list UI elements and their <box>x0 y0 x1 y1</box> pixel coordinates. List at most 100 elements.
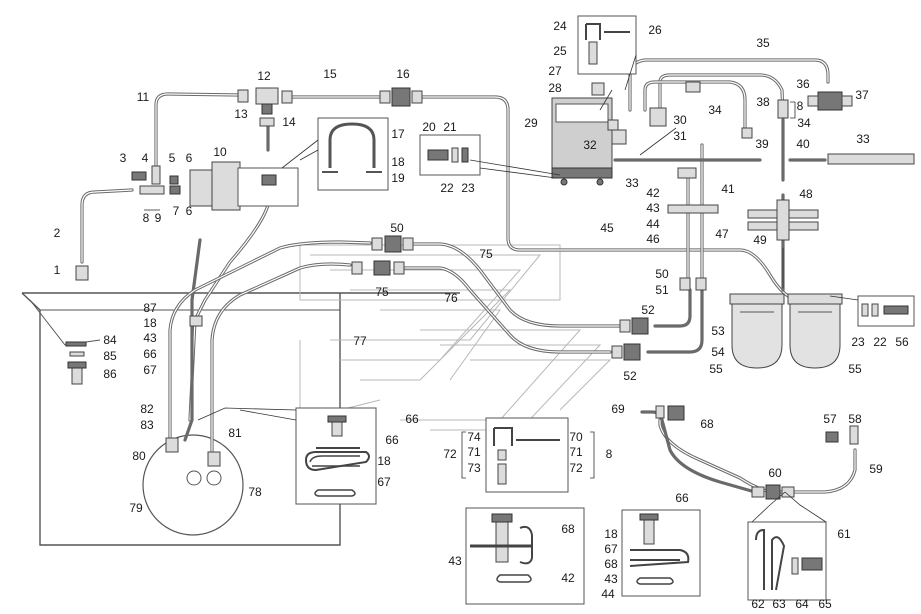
detail-inset-66b <box>621 509 701 597</box>
callout-label: 6 <box>186 204 193 218</box>
callout-label: 42 <box>561 571 575 585</box>
fine-filters-55 <box>729 293 843 369</box>
callout-label: 43 <box>143 331 157 345</box>
callout-label: 66 <box>405 412 419 426</box>
leader-lines <box>197 54 859 523</box>
callout-label: 37 <box>855 88 869 102</box>
callout-label: 18 <box>604 527 618 541</box>
callout-label: 8 <box>606 447 613 461</box>
coarse-filter-29 <box>551 97 613 186</box>
callout-label: 56 <box>895 335 909 349</box>
callout-label: 77 <box>353 334 367 348</box>
callout-label: 47 <box>715 227 729 241</box>
fuel-tank <box>21 292 460 546</box>
callout-label: 62 <box>751 597 765 611</box>
callout-label: 35 <box>756 36 770 50</box>
callout-label: 18 <box>377 454 391 468</box>
detail-inset-42 <box>465 507 585 605</box>
callout-label: 50 <box>655 267 669 281</box>
callout-label: 21 <box>443 120 457 134</box>
callout-label: 31 <box>673 129 687 143</box>
callout-label: 67 <box>377 475 391 489</box>
callout-label: 72 <box>443 447 457 461</box>
callout-label: 23 <box>461 181 475 195</box>
callout-label: 8 <box>797 99 804 113</box>
callout-label: 70 <box>569 430 583 444</box>
callout-label: 16 <box>396 67 410 81</box>
callout-label: 51 <box>655 283 669 297</box>
callout-label: 68 <box>561 522 575 536</box>
callout-label: 66 <box>385 433 399 447</box>
callout-label: 44 <box>601 587 615 601</box>
callout-label: 33 <box>856 132 870 146</box>
callout-label: 52 <box>641 303 655 317</box>
callout-label: 69 <box>611 402 625 416</box>
callout-label: 83 <box>140 418 154 432</box>
callout-label: 12 <box>257 69 271 83</box>
callout-label: 66 <box>675 491 689 505</box>
callout-label: 36 <box>796 77 810 91</box>
callout-label: 75 <box>479 247 493 261</box>
callout-label: 4 <box>142 151 149 165</box>
callout-label: 14 <box>282 115 296 129</box>
callout-label: 40 <box>796 137 810 151</box>
callout-label: 30 <box>673 113 687 127</box>
callout-label: 20 <box>422 120 436 134</box>
callout-label: 25 <box>553 44 567 58</box>
callout-label: 43 <box>448 554 462 568</box>
callout-label: 86 <box>103 367 117 381</box>
callout-label: 71 <box>569 445 583 459</box>
callout-label: 18 <box>391 155 405 169</box>
callout-label: 11 <box>137 90 150 104</box>
callout-label: 72 <box>569 461 583 475</box>
callout-label: 43 <box>646 201 660 215</box>
callout-label: 27 <box>548 64 562 78</box>
components <box>65 15 915 500</box>
callout-label: 7 <box>173 204 180 218</box>
callout-label: 34 <box>708 103 722 117</box>
callout-label: 55 <box>709 362 723 376</box>
callout-label: 74 <box>467 430 481 444</box>
callout-label: 71 <box>467 445 481 459</box>
callout-label: 68 <box>700 417 714 431</box>
callout-label: 9 <box>155 211 162 225</box>
callout-label: 81 <box>228 426 242 440</box>
callout-label: 85 <box>103 349 117 363</box>
callout-label: 42 <box>646 186 660 200</box>
callout-label: 80 <box>132 449 146 463</box>
callout-label: 28 <box>548 81 562 95</box>
callout-label: 22 <box>873 335 887 349</box>
callout-label: 29 <box>524 116 538 130</box>
callout-label: 41 <box>721 182 735 196</box>
callout-label: 73 <box>467 461 481 475</box>
callout-label: 32 <box>583 138 597 152</box>
callout-label: 18 <box>143 316 157 330</box>
callout-label: 59 <box>869 462 883 476</box>
callout-label: 49 <box>753 233 767 247</box>
callout-label: 5 <box>169 151 176 165</box>
fuel-pump-10 <box>189 161 299 211</box>
callout-label: 39 <box>755 137 769 151</box>
callout-label: 1 <box>54 263 61 277</box>
callout-label: 87 <box>143 301 157 315</box>
callout-label: 63 <box>772 597 786 611</box>
callout-label: 15 <box>323 67 337 81</box>
callout-label: 57 <box>823 412 837 426</box>
callout-label: 53 <box>711 324 725 338</box>
callout-label: 46 <box>646 232 660 246</box>
callout-label: 38 <box>756 95 770 109</box>
callout-label: 54 <box>711 345 725 359</box>
detail-inset-61 <box>747 521 827 601</box>
callout-label: 44 <box>646 217 660 231</box>
callout-labels: 1 2 3 4 5 6 6 7 8 9 10 11 12 13 14 15 16… <box>54 19 909 611</box>
callout-label: 26 <box>648 23 662 37</box>
callout-label: 52 <box>623 369 637 383</box>
callout-label: 17 <box>391 127 405 141</box>
callout-label: 66 <box>143 347 157 361</box>
callout-label: 45 <box>600 221 614 235</box>
detail-inset-71 <box>485 417 569 493</box>
callout-label: 65 <box>818 597 832 611</box>
callout-label: 8 <box>143 211 150 225</box>
callout-label: 2 <box>54 226 61 240</box>
